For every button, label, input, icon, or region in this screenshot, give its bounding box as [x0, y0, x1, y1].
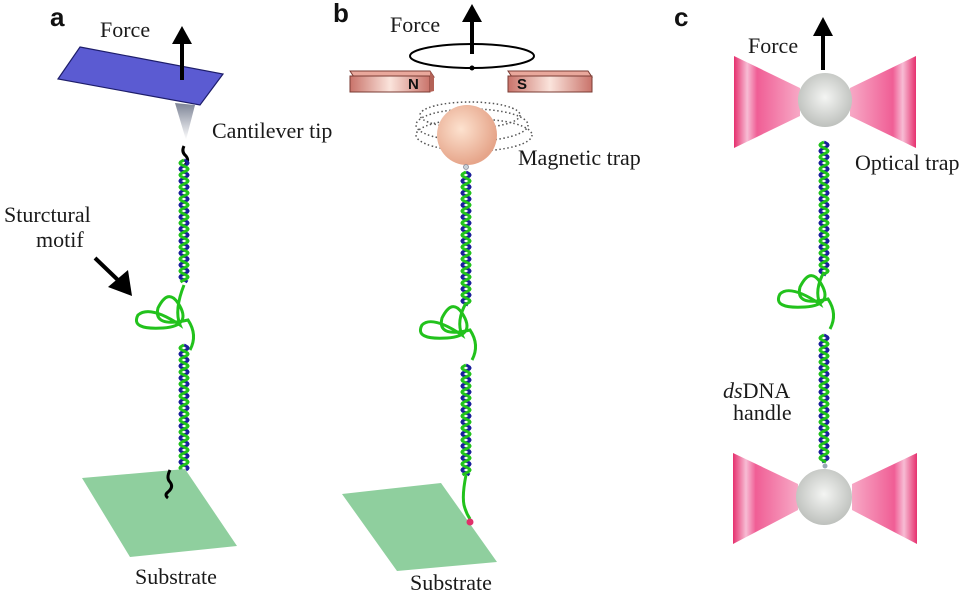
dsdna-helix-b-lower — [460, 363, 472, 477]
dna-strand — [178, 158, 190, 284]
substrate-label-a: Substrate — [135, 564, 217, 589]
magnet-north: N — [349, 70, 435, 93]
dsdna-italic-prefix: ds — [723, 378, 743, 403]
cantilever-tip-icon — [175, 103, 195, 140]
south-pole-label: S — [517, 76, 527, 93]
cantilever-tip-label: Cantilever tip — [212, 118, 332, 143]
dna-strand — [178, 343, 190, 472]
panel-letter-b: b — [333, 0, 349, 28]
linker-bottom-a — [164, 469, 174, 500]
cantilever — [56, 46, 225, 106]
dna-strand — [178, 343, 190, 472]
dna-strand — [460, 170, 472, 307]
magnet-south: S — [507, 70, 593, 93]
dsdna-helix-a-lower — [178, 343, 190, 472]
structural-motif-a — [135, 284, 195, 351]
optical-bead-bottom — [796, 469, 852, 525]
dsdna-handle-label-line2: handle — [733, 400, 792, 425]
optical-trap-top — [734, 56, 916, 148]
motif-arrow-icon — [93, 256, 132, 296]
dsdna-helix-a-upper — [178, 158, 190, 284]
substrate-b — [342, 483, 497, 571]
dsdna-suffix: DNA — [743, 378, 791, 403]
optical-bead-top — [798, 73, 852, 127]
panel-a: a Force Cantilever tip Sturctural motif … — [4, 2, 332, 589]
dsdna-helix-c-lower — [818, 333, 830, 464]
anchor-point-icon — [466, 518, 474, 526]
force-arrow-icon-b — [462, 4, 482, 54]
dna-strand — [460, 363, 472, 477]
dna-strand — [818, 333, 830, 464]
motif-label-line2: motif — [36, 227, 84, 252]
optical-trap-label: Optical trap — [855, 150, 959, 175]
motif-label-line1: Sturctural — [4, 202, 91, 227]
panel-c: c Force Optical trap dsDNA handle — [674, 2, 959, 544]
structural-motif-c — [777, 271, 835, 330]
dna-strand — [818, 333, 830, 464]
dsdna-helix-c-upper — [818, 140, 830, 277]
magnetic-bead — [437, 105, 497, 165]
optical-trap-bottom — [733, 453, 917, 544]
panel-letter-a: a — [50, 2, 65, 32]
force-label-a: Force — [100, 17, 150, 42]
panel-letter-c: c — [674, 2, 688, 32]
force-label-c: Force — [748, 33, 798, 58]
substrate-label-b: Substrate — [410, 570, 492, 595]
panel-b: b Force N S Magnetic trap — [333, 0, 641, 595]
dsdna-helix-b-upper — [460, 170, 472, 307]
substrate-a — [82, 469, 237, 557]
force-arrow-icon-c — [813, 17, 833, 70]
force-arrow-icon-a — [172, 26, 192, 80]
dsdna-handle-label: dsDNA — [723, 378, 790, 403]
dna-strand — [818, 140, 830, 277]
magnetic-trap-label: Magnetic trap — [518, 145, 641, 170]
force-label-b: Force — [390, 12, 440, 37]
north-pole-label: N — [408, 76, 419, 93]
structural-motif-b — [419, 302, 477, 361]
